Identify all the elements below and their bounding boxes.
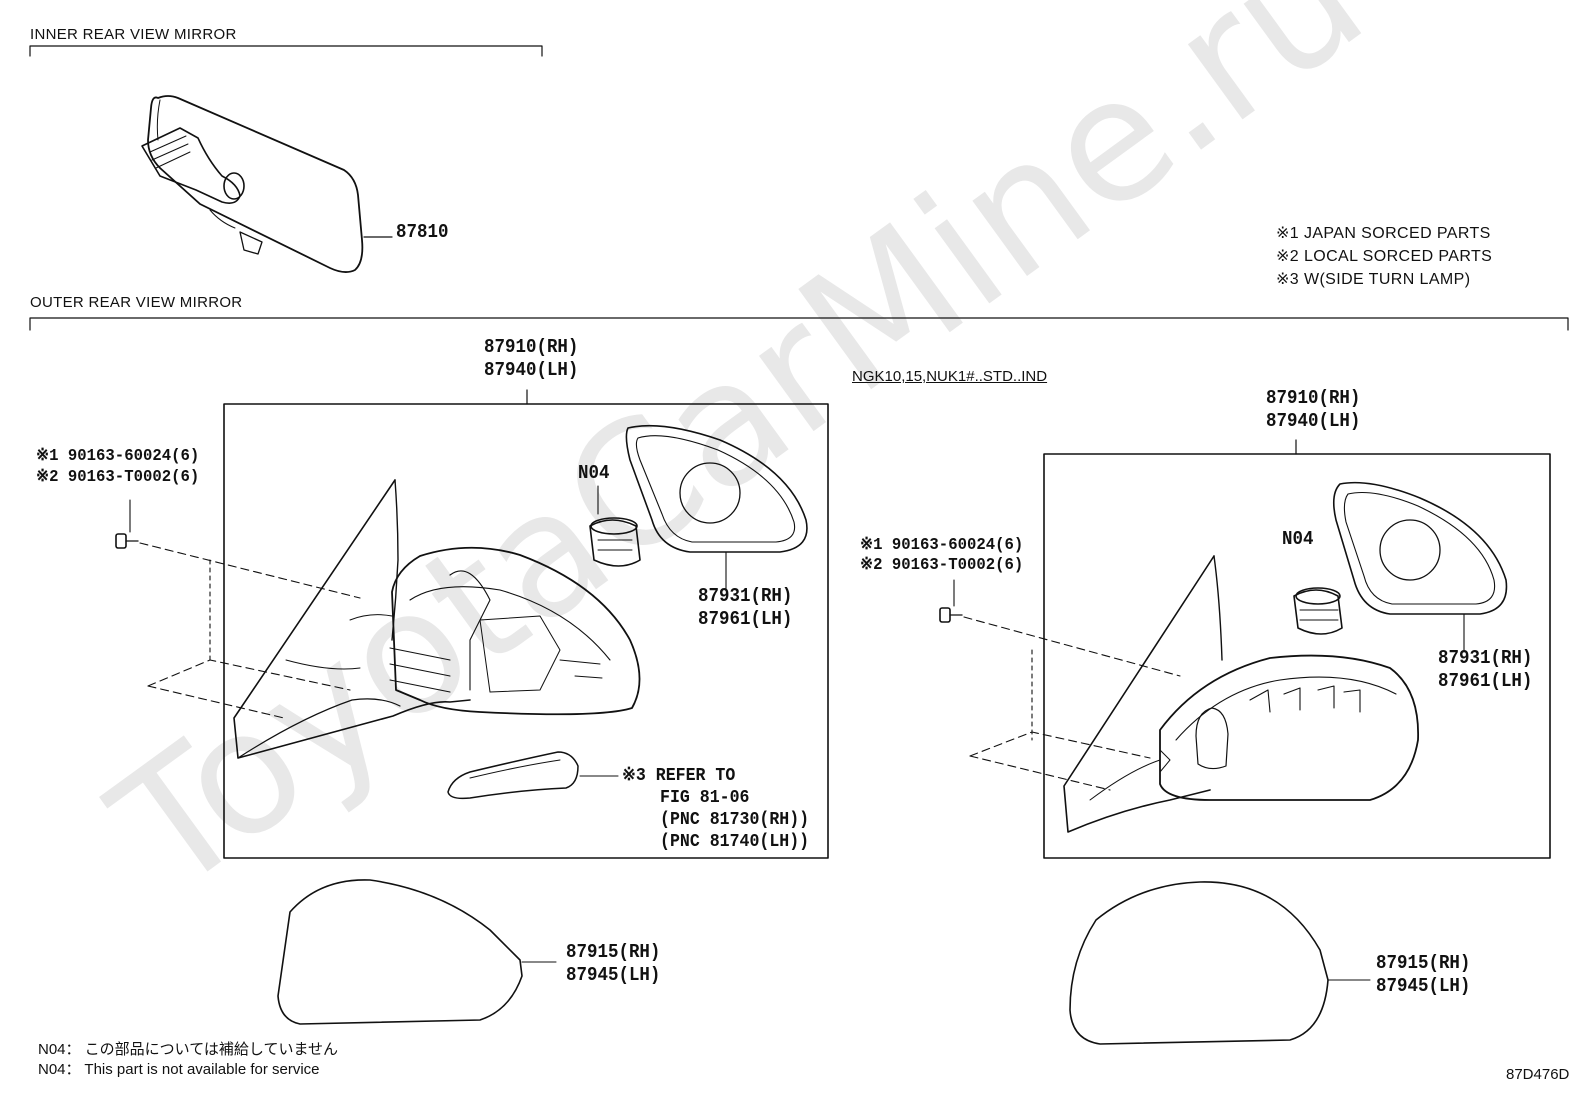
right-screw-japan[interactable]: ※1 90163-60024(6): [860, 536, 1024, 555]
right-screw-local[interactable]: ※2 90163-T0002(6): [860, 556, 1024, 575]
left-screw-drawing: [115, 499, 361, 719]
outer-section-title: OUTER REAR VIEW MIRROR: [30, 294, 243, 311]
footer-note-japanese: N04： この部品については補給していません: [38, 1041, 339, 1058]
left-lamp-fig[interactable]: FIG 81-06: [660, 788, 750, 808]
right-glass-rh[interactable]: 87931(RH): [1438, 647, 1533, 669]
left-glass-lh[interactable]: 87961(LH): [698, 608, 793, 630]
left-mirror-cover: [277, 879, 557, 1025]
right-applicability: NGK10,15,NUK1#..STD..IND: [852, 368, 1048, 385]
right-assembly-lh[interactable]: 87940(LH): [1266, 410, 1361, 432]
right-assembly-rh[interactable]: 87910(RH): [1266, 387, 1361, 409]
left-glass-rh[interactable]: 87931(RH): [698, 585, 793, 607]
right-mirror-cover: [1069, 881, 1371, 1045]
note-japan-sourced: ※1 JAPAN SORCED PARTS: [1276, 225, 1491, 242]
inner-mirror-drawing: [141, 95, 393, 273]
outer-section-bracket: [29, 317, 1569, 331]
note-side-turn-lamp: ※3 W(SIDE TURN LAMP): [1276, 271, 1471, 288]
note-local-sourced: ※2 LOCAL SORCED PARTS: [1276, 248, 1493, 265]
left-side-turn-lamp: [447, 751, 619, 800]
inner-section-bracket: [29, 45, 543, 57]
left-lamp-refer[interactable]: ※3 REFER TO: [622, 766, 736, 786]
left-screw-local[interactable]: ※2 90163-T0002(6): [36, 468, 200, 487]
right-cover-lh[interactable]: 87945(LH): [1376, 975, 1471, 997]
right-screw-drawing: [939, 579, 1181, 791]
left-assembly-frame: [223, 403, 829, 859]
right-assembly-frame: [1043, 453, 1551, 859]
left-lamp-pnc-lh[interactable]: (PNC 81740(LH)): [660, 832, 810, 852]
left-cover-rh[interactable]: 87915(RH): [566, 941, 661, 963]
illustration-code: 87D476D: [1506, 1066, 1570, 1083]
left-mirror-glass: [625, 424, 808, 591]
right-glass-lh[interactable]: 87961(LH): [1438, 670, 1533, 692]
inner-mirror-part-number[interactable]: 87810: [396, 221, 449, 243]
left-assembly-rh[interactable]: 87910(RH): [484, 336, 579, 358]
left-mirror-body: [233, 479, 641, 759]
right-motor-drawing: [1293, 587, 1343, 635]
right-mirror-glass: [1332, 481, 1508, 653]
left-n04-label[interactable]: N04: [578, 462, 610, 484]
left-screw-japan[interactable]: ※1 90163-60024(6): [36, 447, 200, 466]
inner-section-title: INNER REAR VIEW MIRROR: [30, 26, 237, 43]
left-lamp-pnc-rh[interactable]: (PNC 81730(RH)): [660, 810, 810, 830]
left-motor-drawing: [589, 485, 641, 567]
footer-note-english: N04： This part is not available for serv…: [38, 1061, 320, 1078]
left-assembly-lh[interactable]: 87940(LH): [484, 359, 579, 381]
right-cover-rh[interactable]: 87915(RH): [1376, 952, 1471, 974]
left-cover-lh[interactable]: 87945(LH): [566, 964, 661, 986]
right-mirror-body: [1063, 555, 1419, 833]
right-n04-label[interactable]: N04: [1282, 528, 1314, 550]
